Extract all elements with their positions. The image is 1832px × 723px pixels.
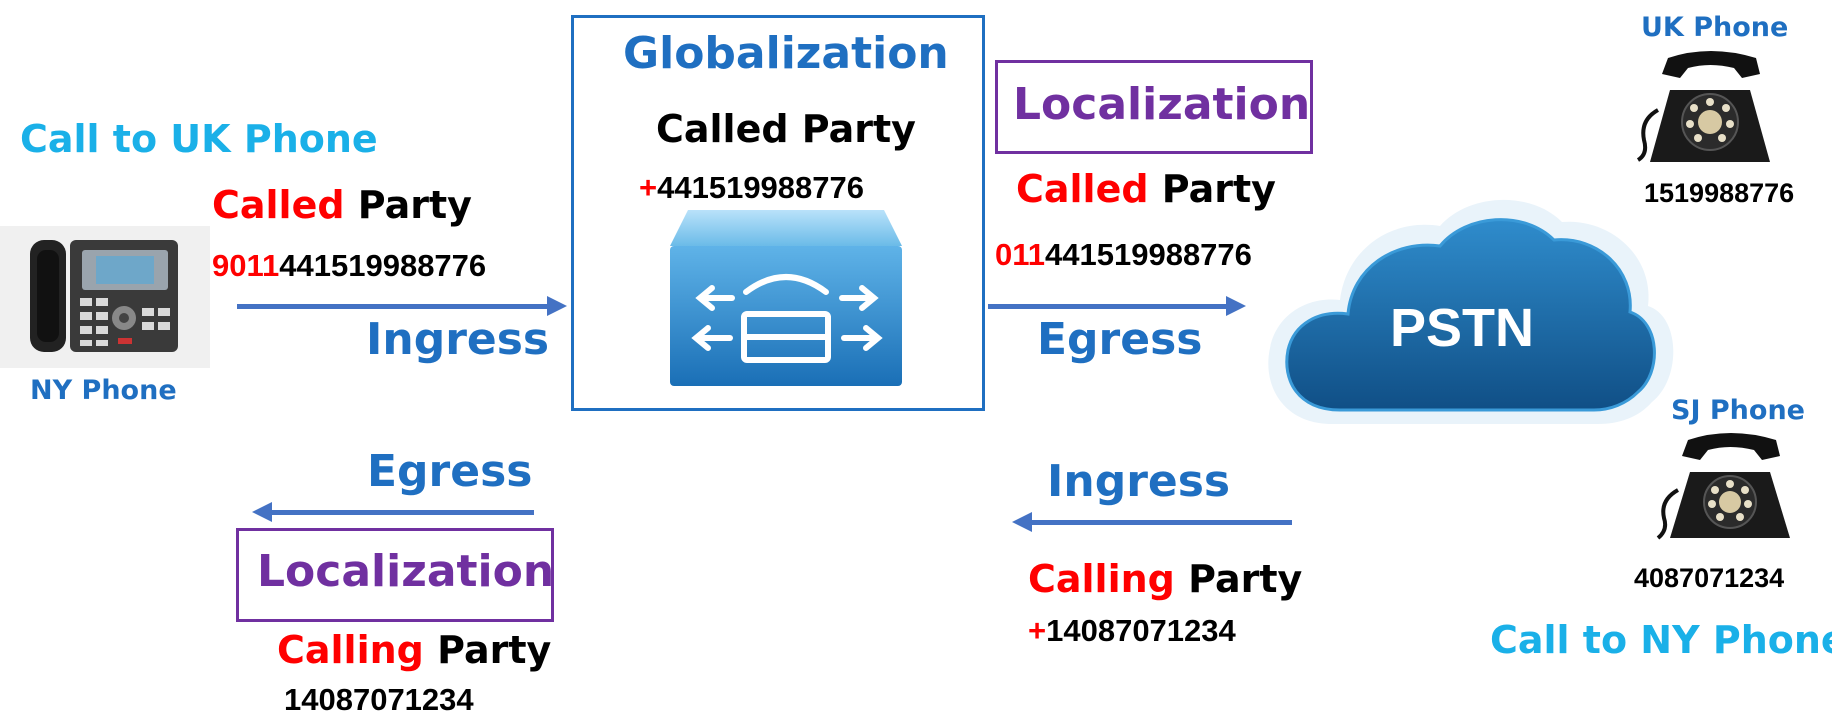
egress-label-left: Egress bbox=[367, 446, 533, 497]
localization-label-top: Localization bbox=[1013, 79, 1311, 130]
globalization-box bbox=[571, 15, 985, 411]
dial-number: 441519988776 bbox=[279, 248, 487, 283]
plus-prefix: + bbox=[639, 170, 658, 205]
center-called-party: Called Party bbox=[656, 107, 916, 151]
called-word: Called bbox=[1016, 167, 1149, 211]
party-word: Party bbox=[437, 628, 552, 672]
localized-number: 441519988776 bbox=[1045, 237, 1252, 272]
rotary-phone-icon bbox=[1636, 51, 1770, 162]
pstn-calling-number: +14087071234 bbox=[1028, 613, 1236, 649]
egress-label-right: Egress bbox=[1037, 314, 1203, 365]
pstn-localized-number: 011441519988776 bbox=[995, 237, 1252, 273]
ingress-arrow-right bbox=[1012, 512, 1292, 532]
sj-phone-label: SJ Phone bbox=[1671, 395, 1805, 426]
rotary-phone-icon bbox=[1656, 433, 1790, 540]
ny-phone-image bbox=[0, 226, 210, 368]
calling-word: Calling bbox=[1028, 557, 1175, 601]
localization-label-bottom: Localization bbox=[257, 546, 555, 597]
call-to-uk-title: Call to UK Phone bbox=[20, 117, 378, 161]
ingress-label-left: Ingress bbox=[366, 314, 550, 365]
pstn-called-party-label: Called Party bbox=[1016, 167, 1276, 211]
ingress-arrow-left bbox=[237, 296, 567, 316]
ny-called-party-label: Called Party bbox=[212, 183, 472, 227]
localization-box-bottom bbox=[236, 528, 554, 622]
ny-phone-label: NY Phone bbox=[30, 375, 177, 406]
calling-number: 14087071234 bbox=[1046, 613, 1236, 648]
intl-prefix: 011 bbox=[995, 237, 1046, 272]
global-number: 441519988776 bbox=[657, 170, 864, 205]
call-manager-icon bbox=[670, 210, 902, 386]
call-to-ny-title: Call to NY Phone bbox=[1490, 618, 1832, 662]
egress-arrow-right bbox=[988, 296, 1246, 316]
desk-phone-icon bbox=[30, 240, 178, 352]
called-word: Called bbox=[212, 183, 345, 227]
pstn-label: PSTN bbox=[1390, 298, 1534, 358]
localization-box-top bbox=[995, 60, 1313, 154]
ingress-label-right: Ingress bbox=[1047, 456, 1231, 507]
party-word: Party bbox=[1161, 167, 1276, 211]
egress-arrow-left bbox=[252, 502, 534, 522]
pstn-calling-party-label: Calling Party bbox=[1028, 557, 1302, 601]
party-word: Party bbox=[1188, 557, 1303, 601]
ny-calling-number: 14087071234 bbox=[284, 682, 474, 717]
ny-calling-party-label: Calling Party bbox=[277, 628, 551, 672]
uk-phone-label: UK Phone bbox=[1641, 12, 1789, 43]
party-word: Party bbox=[357, 183, 472, 227]
calling-word: Calling bbox=[277, 628, 424, 672]
globalization-title: Globalization bbox=[623, 28, 949, 79]
pstn-cloud-icon: PSTN bbox=[1268, 199, 1674, 424]
sj-phone-number: 4087071234 bbox=[1634, 563, 1785, 593]
uk-phone-number: 1519988776 bbox=[1644, 178, 1795, 208]
center-global-number: +441519988776 bbox=[639, 170, 864, 206]
ny-dialed-number: 9011441519988776 bbox=[212, 248, 486, 284]
dial-prefix: 9011 bbox=[212, 248, 280, 283]
plus-prefix: + bbox=[1028, 613, 1047, 648]
